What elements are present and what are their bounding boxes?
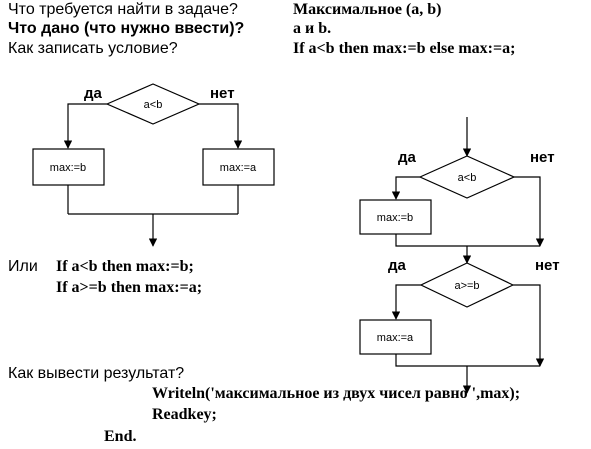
right-box-max-b — [359, 199, 432, 235]
right-yes2-label: да — [388, 257, 406, 274]
right-condition2-text: a>=b — [454, 280, 479, 292]
right-box2-text: max:=a — [377, 332, 414, 344]
right-yes1-label: да — [398, 149, 416, 166]
right-condition1-text: a<b — [458, 172, 477, 184]
right-no2-label: нет — [535, 257, 560, 274]
output-writeln: Writeln('максимальное из двух чисел равн… — [152, 385, 521, 402]
question-condition: Как записать условие? — [8, 40, 178, 57]
answer-find: Максимальное (a, b) — [293, 1, 442, 18]
answer-condition: If a<b then max:=b else max:=a; — [293, 40, 516, 57]
left-yes-branch — [63, 103, 107, 149]
question-find: Что требуется найти в задаче? — [8, 1, 238, 18]
output-end: End. — [104, 428, 137, 445]
left-box-max-a-text: max:=a — [220, 162, 257, 174]
left-no-label: нет — [210, 85, 235, 102]
output-question: Как вывести результат? — [8, 365, 185, 382]
output-readkey: Readkey; — [152, 406, 217, 423]
left-box-max-b-text: max:=b — [50, 162, 86, 174]
left-box-max-a — [202, 148, 275, 186]
right-box-max-a — [359, 319, 432, 355]
right-box1-text: max:=b — [377, 212, 413, 224]
right-no1-label: нет — [530, 149, 555, 166]
or-label: Или — [8, 258, 38, 275]
or-line-2: If a>=b then max:=a; — [56, 279, 203, 296]
or-line-1: If a<b then max:=b; — [56, 258, 194, 275]
answer-given: a и b. — [293, 20, 332, 37]
left-yes-label: да — [84, 85, 102, 102]
left-no-branch — [199, 103, 243, 149]
question-given: Что дано (что нужно ввести)? — [8, 20, 245, 37]
left-condition-text: a<b — [144, 99, 163, 111]
